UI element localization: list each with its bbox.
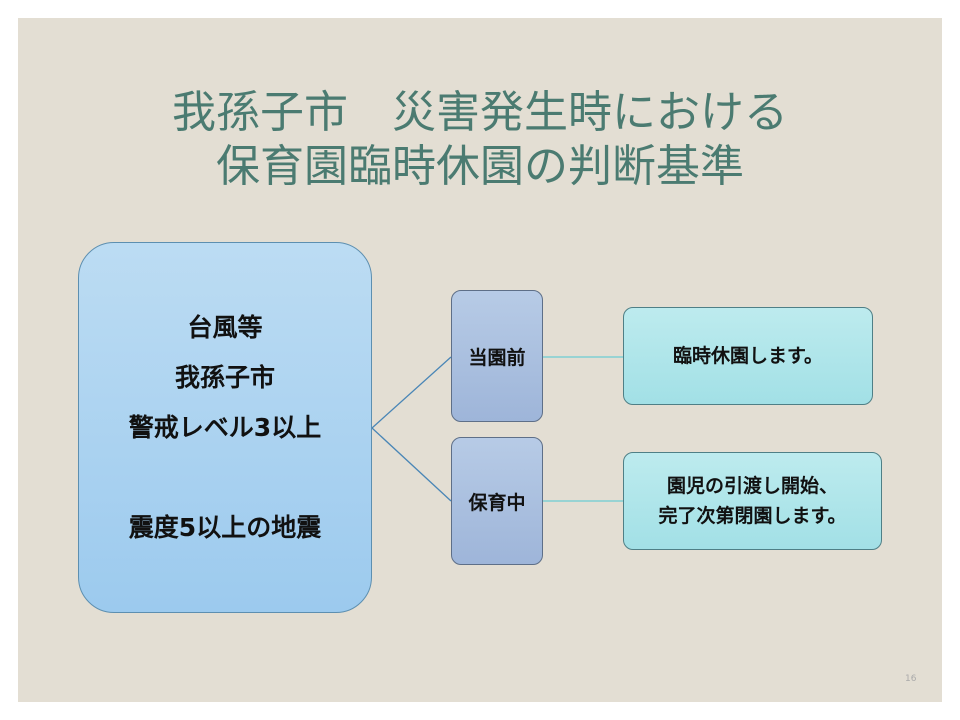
connector-to-during-care	[371, 427, 452, 502]
result-line: 園児の引渡し開始、	[666, 475, 838, 497]
title-line-2: 保育園臨時休園の判断基準	[216, 141, 744, 192]
branch-before-arrival: 当園前	[451, 290, 543, 422]
condition-line: 警戒レベル3以上	[128, 412, 322, 442]
condition-line: 我孫子市	[174, 362, 275, 392]
branch-during-care: 保育中	[451, 437, 543, 565]
condition-box: 台風等 我孫子市 警戒レベル3以上 震度5以上の地震	[78, 242, 372, 613]
result-before-arrival: 臨時休園します。	[623, 307, 873, 405]
condition-line: 震度5以上の地震	[128, 512, 322, 542]
result-line: 臨時休園します。	[672, 345, 824, 367]
branch-label: 当園前	[468, 346, 526, 369]
page-number: 16	[905, 674, 917, 684]
result-line: 完了次第閉園します。	[658, 505, 847, 527]
branch-label: 保育中	[468, 491, 526, 514]
result-during-care: 園児の引渡し開始、 完了次第閉園します。	[623, 452, 882, 550]
title-line-1: 我孫子市 災害発生時における	[172, 87, 788, 138]
condition-line: 台風等	[187, 312, 263, 342]
connector-to-before-arrival	[371, 356, 452, 429]
